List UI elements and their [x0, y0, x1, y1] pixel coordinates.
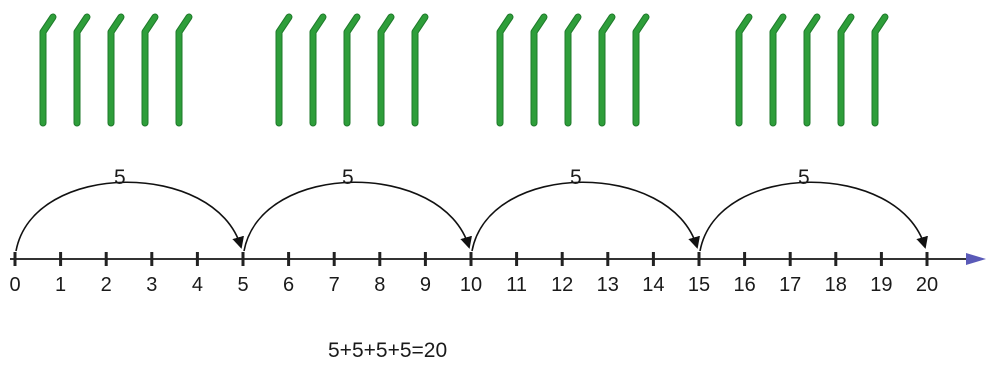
tick-label: 18 — [825, 274, 847, 296]
jump-label: 5 — [570, 166, 582, 189]
tick-label: 0 — [9, 274, 20, 296]
stick-icon — [500, 17, 510, 123]
stick-icon — [534, 17, 544, 123]
stick-icon — [875, 17, 885, 123]
stick-icon — [313, 17, 323, 123]
stick-icon — [739, 17, 749, 123]
stick-group — [43, 17, 189, 123]
stick-icon — [111, 17, 121, 123]
tick-label: 9 — [420, 274, 431, 296]
jump-arc — [244, 182, 469, 251]
stick-icon — [807, 17, 817, 123]
tick-label: 19 — [870, 274, 892, 296]
stick-icon — [636, 17, 646, 123]
jump-label: 5 — [114, 166, 126, 189]
stick-group — [500, 17, 646, 123]
axis-arrowhead-icon — [966, 253, 986, 265]
tick-label: 5 — [237, 274, 248, 296]
equation-text: 5+5+5+5=20 — [328, 340, 447, 361]
stick-icon — [347, 17, 357, 123]
tick-label: 15 — [688, 274, 710, 296]
stick-icon — [179, 17, 189, 123]
tick-label: 12 — [551, 274, 573, 296]
tick-label: 7 — [329, 274, 340, 296]
tick-label: 2 — [101, 274, 112, 296]
tick-label: 4 — [192, 274, 203, 296]
stick-icon — [43, 17, 53, 123]
tick-label: 16 — [733, 274, 755, 296]
tick-label: 17 — [779, 274, 801, 296]
stick-icon — [77, 17, 87, 123]
stick-group — [279, 17, 425, 123]
tick-label: 6 — [283, 274, 294, 296]
stick-icon — [568, 17, 578, 123]
stick-icon — [841, 17, 851, 123]
tick-label: 20 — [916, 274, 938, 296]
stick-icon — [279, 17, 289, 123]
jump-label: 5 — [798, 166, 810, 189]
stick-icon — [602, 17, 612, 123]
tick-label: 14 — [642, 274, 664, 296]
stick-icon — [773, 17, 783, 123]
tick-label: 13 — [597, 274, 619, 296]
tick-label: 8 — [374, 274, 385, 296]
number-line — [10, 253, 986, 265]
stick-icon — [381, 17, 391, 123]
tick-label: 3 — [146, 274, 157, 296]
jump-label: 5 — [342, 166, 354, 189]
jump-arc — [700, 182, 925, 251]
stick-icon — [145, 17, 155, 123]
stick-group — [739, 17, 885, 123]
tick-label: 10 — [460, 274, 482, 296]
stick-icon — [415, 17, 425, 123]
jump-arcs: 5 5 5 5 — [16, 166, 925, 251]
jump-arc — [472, 182, 697, 251]
tick-label: 11 — [506, 274, 527, 296]
jump-arc — [16, 182, 241, 251]
tick-label: 1 — [55, 274, 66, 296]
stick-groups — [43, 17, 885, 123]
